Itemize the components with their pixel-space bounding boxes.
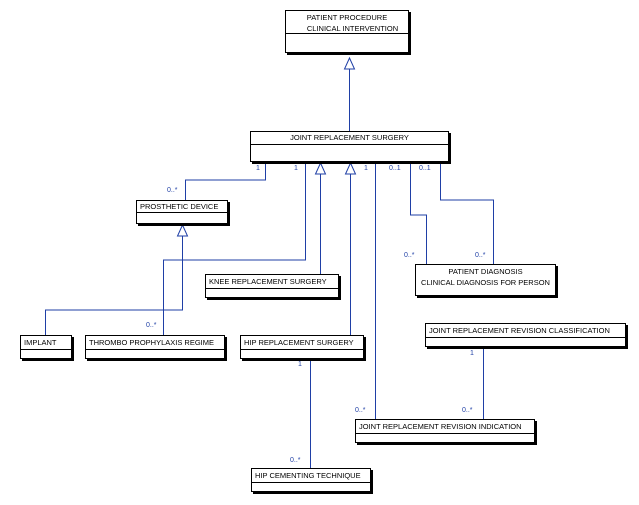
multiplicity-label: 0..* [404,252,415,259]
association-jrs-device [185,162,266,200]
class-knee-replacement-surgery[interactable]: KNEE REPLACEMENT SURGERY [205,274,339,298]
class-name: IMPLANT [24,338,57,347]
class-subtitle: CLINICAL DIAGNOSIS FOR PERSON [421,278,550,287]
class-thrombo-prophylaxis-regime[interactable]: THROMBO PROPHYLAXIS REGIME [85,335,225,359]
multiplicity-label: 0..* [146,322,157,329]
compartment-divider [86,349,224,350]
class-name: HIP CEMENTING TECHNIQUE [255,471,361,480]
multiplicity-label: 1 [298,361,302,368]
class-patient-diagnosis[interactable]: PATIENT DIAGNOSIS CLINICAL DIAGNOSIS FOR… [415,264,556,296]
compartment-divider [206,288,338,289]
multiplicity-label: 0..1 [419,165,431,172]
class-hip-replacement-surgery[interactable]: HIP REPLACEMENT SURGERY [240,335,364,359]
inheritance-arrowhead [177,224,188,237]
class-name: KNEE REPLACEMENT SURGERY [209,277,327,286]
class-name: HIP REPLACEMENT SURGERY [244,338,354,347]
class-joint-replacement-revision-classification[interactable]: JOINT REPLACEMENT REVISION CLASSIFICATIO… [425,323,626,347]
multiplicity-label: 0..* [355,407,366,414]
inheritance-arrowhead [344,57,355,70]
multiplicity-label: 0..* [167,187,178,194]
generalization-implant-to-device [45,235,183,335]
class-name: PROSTHETIC DEVICE [140,202,219,211]
multiplicity-label: 0..* [462,407,473,414]
class-joint-replacement-surgery[interactable]: JOINT REPLACEMENT SURGERY [250,131,449,162]
multiplicity-label: 0..* [475,252,486,259]
class-name: JOINT REPLACEMENT REVISION CLASSIFICATIO… [429,326,610,335]
class-name: JOINT REPLACEMENT SURGERY [290,133,409,142]
class-patient-procedure[interactable]: PATIENT PROCEDURE CLINICAL INTERVENTION [285,10,409,53]
class-name: PATIENT DIAGNOSIS [448,267,523,276]
compartment-divider [137,212,227,213]
class-hip-cementing-technique[interactable]: HIP CEMENTING TECHNIQUE [251,468,371,492]
class-name: JOINT REPLACEMENT REVISION INDICATION [359,422,522,431]
compartment-divider [241,349,363,350]
compartment-divider [286,33,408,34]
association-jrs-diagnosis-a [410,162,427,265]
inheritance-arrowhead [345,162,356,175]
compartment-divider [252,482,370,483]
multiplicity-label: 1 [256,165,260,172]
compartment-divider [426,337,625,338]
compartment-divider [21,349,71,350]
multiplicity-label: 1 [364,165,368,172]
multiplicity-label: 1 [294,165,298,172]
class-subtitle: CLINICAL INTERVENTION [306,24,399,33]
class-name: THROMBO PROPHYLAXIS REGIME [89,338,215,347]
compartment-divider [251,144,448,145]
multiplicity-label: 0..* [290,457,301,464]
compartment-divider [356,433,534,434]
class-name: PATIENT PROCEDURE [306,13,388,22]
multiplicity-label: 0..1 [389,165,401,172]
class-joint-replacement-revision-indication[interactable]: JOINT REPLACEMENT REVISION INDICATION [355,419,535,443]
class-implant[interactable]: IMPLANT [20,335,72,359]
class-prosthetic-device[interactable]: PROSTHETIC DEVICE [136,200,228,224]
inheritance-arrowhead [315,162,326,175]
association-jrs-diagnosis-b [440,162,494,265]
association-jrs-thrombo [163,162,306,335]
multiplicity-label: 1 [470,350,474,357]
